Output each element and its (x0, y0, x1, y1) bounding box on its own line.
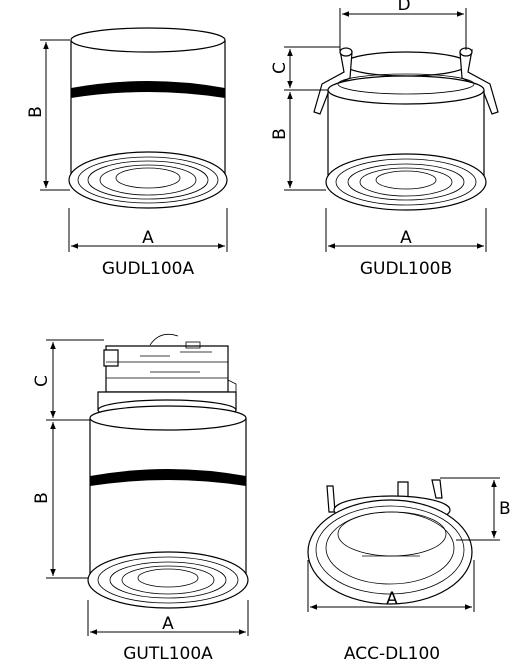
dim-label-a: A (386, 589, 398, 609)
dim-label-a: A (162, 614, 174, 634)
drawing-acc-dl100: B A ACC-DL100 (307, 477, 511, 664)
dim-label-c: C (32, 375, 52, 387)
dim-label-b: B (26, 106, 46, 118)
drawing-gutl100a: C B A GUTL100A (32, 333, 249, 664)
dim-label-b: B (32, 492, 52, 504)
model-caption-gutl100a: GUTL100A (123, 644, 213, 664)
dim-label-d: D (397, 0, 410, 15)
model-caption-gudl100a: GUDL100A (102, 259, 195, 279)
dim-label-a: A (142, 228, 154, 248)
model-caption-gudl100b: GUDL100B (360, 259, 452, 279)
dim-label-b: B (270, 128, 290, 140)
model-caption-acc-dl100: ACC-DL100 (344, 644, 440, 664)
drawing-gudl100a: B A GUDL100A (26, 27, 228, 279)
dim-label-a: A (400, 228, 412, 248)
dim-label-c: C (270, 62, 290, 74)
drawing-gudl100b: D C B A GUDL100B (270, 0, 499, 279)
dim-label-b: B (499, 499, 511, 519)
